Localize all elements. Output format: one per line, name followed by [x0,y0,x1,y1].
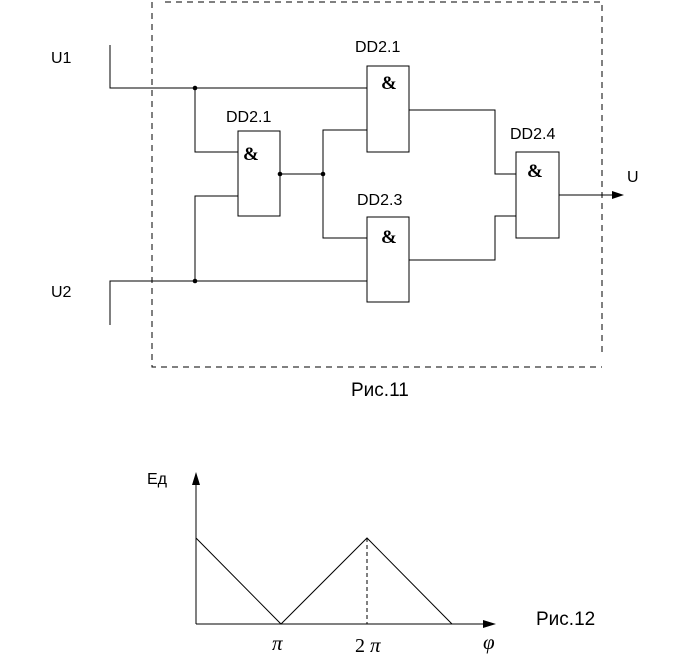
wire-bottom-to-right [409,215,516,261]
output-arrow-icon [612,191,624,199]
output-label: U [627,169,639,186]
x-axis-arrow-icon [483,620,496,628]
graph-curve [195,537,453,625]
tick-label-pi: π [272,631,283,655]
wire-split-top [322,129,367,174]
dashed-enclosure [151,1,603,368]
wire-u2-branch [194,195,238,281]
gate-bottom [366,216,410,303]
gate-left-symbol: & [243,144,259,165]
wire-u1 [109,45,367,89]
y-axis-arrow-icon [192,472,200,485]
graph-figure: Ед φ π 2 π Рис.12 [147,471,595,657]
gate-bottom-label: DD2.3 [357,192,402,209]
gate-top-symbol: & [381,73,397,94]
circuit-diagram: U1 U2 DD2.1 & DD2.1 & DD2.3 & DD2.4 & [51,1,639,401]
gate-left [237,130,281,217]
input-label-u2: U2 [51,284,72,301]
gate-top [366,65,410,153]
figure11-caption: Рис.11 [351,380,409,401]
input-label-u1: U1 [51,50,72,67]
gate-bottom-symbol: & [381,227,397,248]
junction-u1 [192,85,198,91]
wire-u2 [109,280,367,325]
wire-u1-branch [194,88,238,153]
figure12-caption: Рис.12 [536,609,595,630]
tick-label-two-pi-number: 2 [355,635,365,657]
gate-left-label: DD2.1 [226,109,271,126]
junction-u2 [192,278,198,284]
wire-top-to-right [409,109,516,175]
y-axis-label: Ед [147,471,168,488]
gate-right-symbol: & [527,161,543,182]
wire-split-bottom [322,174,367,239]
gate-top-label: DD2.1 [355,39,400,56]
x-axis-label: φ [483,630,495,654]
tick-label-two-pi-symbol: π [370,633,381,657]
gate-right-label: DD2.4 [510,126,555,143]
junction-left-output [277,171,283,177]
